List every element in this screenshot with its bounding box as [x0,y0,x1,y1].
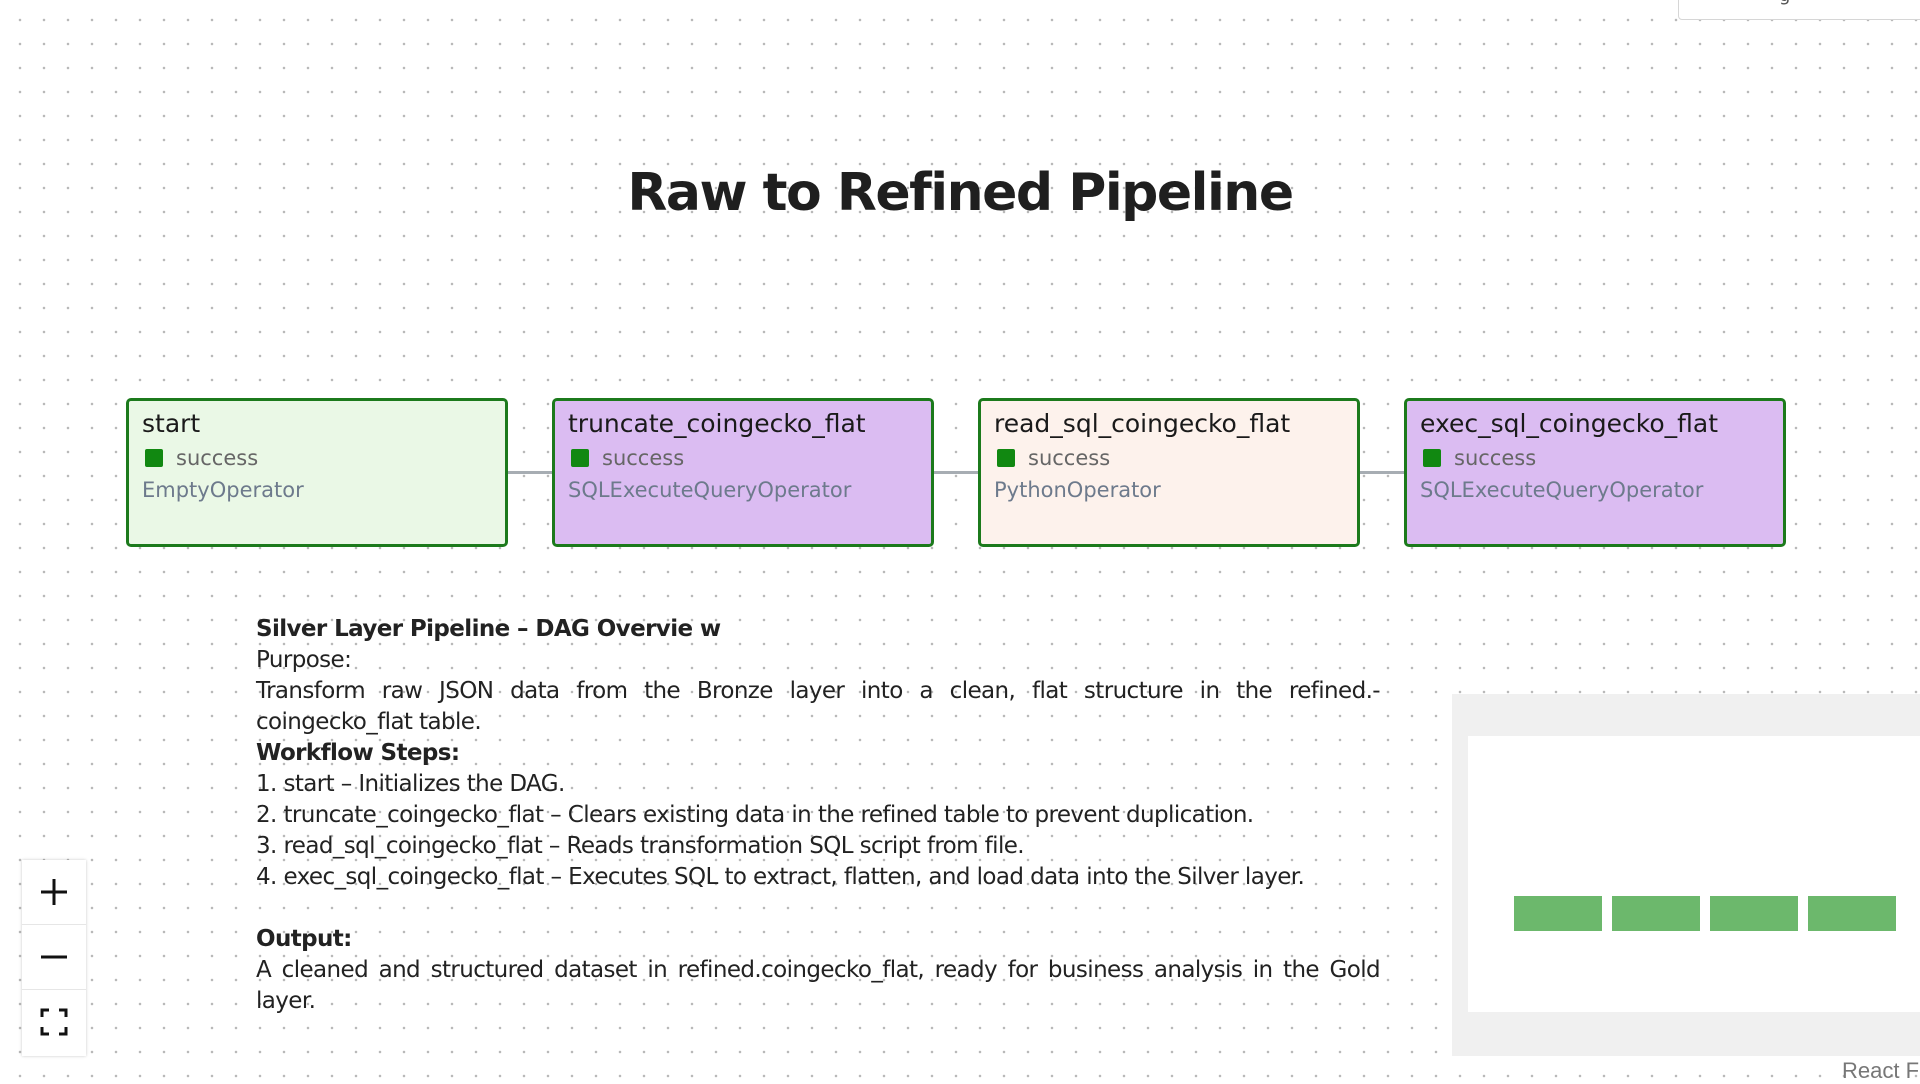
spacer [256,893,1380,924]
workflow-step: 3. read_sql_coingecko_flat – Reads trans… [256,833,1025,859]
task-name: truncate_coingecko_flat [568,409,866,438]
task-operator: EmptyOperator [142,478,304,502]
top-control-glyph: g [1779,0,1790,6]
dag-description: Silver Layer Pipeline – DAG Overvie w Pu… [256,614,1381,1017]
minimap[interactable] [1452,694,1920,1056]
plus-icon [41,879,67,905]
task-operator: PythonOperator [994,478,1161,502]
zoom-in-button[interactable] [22,860,86,925]
task-operator: SQLExecuteQueryOperator [1420,478,1704,502]
status-indicator-icon [571,449,589,467]
edge-start-truncate [508,471,553,474]
output-text: A cleaned and structured dataset in refi… [256,957,1381,1014]
minimap-node [1514,896,1602,931]
task-status: success [568,446,931,470]
edge-read-exec [1360,471,1405,474]
description-heading: Silver Layer Pipeline – DAG Overvie w [256,616,721,642]
zoom-out-button[interactable] [22,925,86,990]
workflow-step: 2. truncate_coingecko_flat – Clears exis… [256,802,1254,828]
task-status: success [1420,446,1783,470]
fit-view-icon [40,1008,68,1036]
workflow-step: 4. exec_sql_coingecko_flat – Executes SQ… [256,864,1305,890]
task-status: success [142,446,505,470]
task-name: start [142,409,201,438]
status-indicator-icon [1423,449,1441,467]
minus-icon [41,955,67,959]
status-indicator-icon [997,449,1015,467]
minimap-viewport [1468,736,1920,1012]
purpose-text: Transform raw JSON data from the Bronze … [256,678,1381,735]
workflow-step: 1. start – Initializes the DAG. [256,771,565,797]
task-node-start[interactable]: start success EmptyOperator [126,398,508,547]
minimap-node [1612,896,1700,931]
task-node-exec-sql-coingecko-flat[interactable]: exec_sql_coingecko_flat success SQLExecu… [1404,398,1786,547]
output-label: Output: [256,926,352,952]
task-node-read-sql-coingecko-flat[interactable]: read_sql_coingecko_flat success PythonOp… [978,398,1360,547]
fit-view-button[interactable] [22,990,86,1054]
react-flow-attribution[interactable]: React F [1842,1058,1920,1083]
task-node-truncate-coingecko-flat[interactable]: truncate_coingecko_flat success SQLExecu… [552,398,934,547]
task-status-label: success [1454,446,1537,470]
purpose-label: Purpose: [256,647,352,673]
task-name: read_sql_coingecko_flat [994,409,1291,438]
minimap-node [1710,896,1798,931]
task-name: exec_sql_coingecko_flat [1420,409,1719,438]
status-indicator-icon [145,449,163,467]
task-status-label: success [602,446,685,470]
minimap-node [1808,896,1896,931]
task-status-label: success [1028,446,1111,470]
task-operator: SQLExecuteQueryOperator [568,478,852,502]
page-title: Raw to Refined Pipeline [627,163,1294,223]
edge-truncate-read [934,471,979,474]
task-status: success [994,446,1357,470]
top-right-control[interactable]: g [1678,0,1920,20]
zoom-controls [22,860,86,1056]
workflow-steps-label: Workflow Steps: [256,740,460,766]
task-status-label: success [176,446,259,470]
